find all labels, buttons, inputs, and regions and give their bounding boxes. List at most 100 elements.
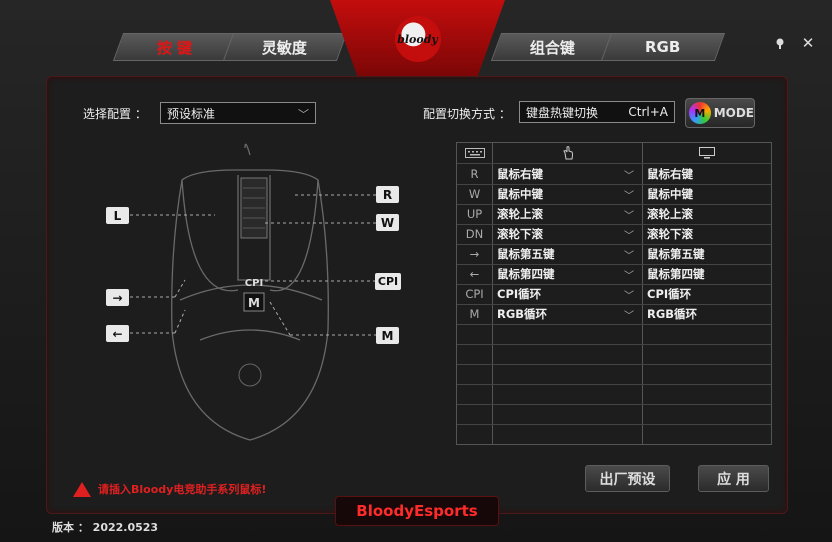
monitor-icon <box>647 143 767 163</box>
row-key: R <box>470 167 479 181</box>
mode-m-icon: M <box>689 102 711 124</box>
warning-icon <box>73 481 91 497</box>
chevron-down-icon[interactable]: ﹀ <box>624 271 634 282</box>
svg-text:CPI: CPI <box>245 278 263 289</box>
factory-reset-button[interactable]: 出厂预设 <box>585 465 670 492</box>
switch-mode-value: 键盘热键切换 <box>526 105 599 120</box>
row-key: DN <box>465 227 484 241</box>
row-key: CPI <box>465 287 484 301</box>
tab-sensitivity-label: 灵敏度 <box>262 38 308 57</box>
row-key: M <box>469 307 480 321</box>
mouse-key-forward[interactable]: → <box>106 289 129 306</box>
pin-icon[interactable] <box>770 33 790 53</box>
brand-logo: BloodyEsports <box>335 496 499 526</box>
row-divider <box>457 324 771 325</box>
table-header <box>457 143 771 163</box>
config-select-value: 预设标准 <box>167 106 216 121</box>
keyboard-icon <box>457 143 492 163</box>
chevron-down-icon[interactable]: ﹀ <box>624 171 634 182</box>
version-label: 版本 ： 2022.0523 <box>52 521 159 534</box>
row-assign-select[interactable]: 滚轮上滚 <box>497 207 543 221</box>
switch-mode-label: 配置切换方式 ： <box>423 107 511 121</box>
row-result: RGB循环 <box>647 307 698 321</box>
apply-button[interactable]: 应 用 <box>698 465 769 492</box>
table-row[interactable]: ← 鼠标第四键 ﹀ 鼠标第四键 <box>457 264 771 284</box>
close-glyph: ✕ <box>801 34 815 52</box>
row-divider <box>457 184 771 185</box>
row-divider <box>457 204 771 205</box>
row-divider <box>457 224 771 225</box>
mouse-diagram: CPI M <box>130 143 376 441</box>
key-assignment-table: R 鼠标右键 ﹀ 鼠标右键 W 鼠标中键 ﹀ 鼠标中键 UP 滚轮上滚 ﹀ 滚轮… <box>456 142 772 445</box>
mode-button[interactable]: M MODE <box>685 98 755 128</box>
row-key: → <box>469 247 480 261</box>
chevron-down-icon[interactable]: ﹀ <box>624 291 634 302</box>
row-divider <box>457 304 771 305</box>
tab-combo-keys-label: 组合键 <box>530 38 576 57</box>
close-icon[interactable]: ✕ <box>798 33 818 53</box>
chevron-down-icon[interactable]: ﹀ <box>624 311 634 322</box>
chevron-down-icon[interactable]: ﹀ <box>624 211 634 222</box>
table-row[interactable]: R 鼠标右键 ﹀ 鼠标右键 <box>457 164 771 184</box>
logo-text: bloody <box>397 32 438 46</box>
table-row[interactable]: UP 滚轮上滚 ﹀ 滚轮上滚 <box>457 204 771 224</box>
tab-rgb-label: RGB <box>645 38 681 56</box>
tab-combo-keys[interactable]: 组合键 <box>490 33 616 61</box>
row-result: 鼠标中键 <box>647 187 693 201</box>
row-divider <box>457 163 771 164</box>
row-key: UP <box>466 207 483 221</box>
chevron-down-icon[interactable]: ﹀ <box>624 191 634 202</box>
mouse-key-CPI[interactable]: CPI <box>375 273 401 290</box>
tab-buttons[interactable]: 按 键 <box>112 33 238 61</box>
row-divider <box>457 384 771 385</box>
table-row[interactable]: M RGB循环 ﹀ RGB循环 <box>457 304 771 324</box>
row-divider <box>457 284 771 285</box>
row-divider <box>457 264 771 265</box>
row-assign-select[interactable]: 滚轮下滚 <box>497 227 543 241</box>
switch-mode-field[interactable]: 键盘热键切换 Ctrl+A <box>519 101 675 123</box>
hand-pointer-icon <box>497 143 639 163</box>
mouse-key-W[interactable]: W <box>376 214 399 231</box>
table-row[interactable]: CPI CPI循环 ﹀ CPI循环 <box>457 284 771 304</box>
tab-sensitivity[interactable]: 灵敏度 <box>222 33 348 61</box>
mouse-key-R[interactable]: R <box>376 186 399 203</box>
row-divider <box>457 244 771 245</box>
chevron-down-icon[interactable]: ﹀ <box>624 231 634 242</box>
mouse-key-M[interactable]: M <box>376 327 399 344</box>
row-result: 鼠标第五键 <box>647 247 705 261</box>
chevron-down-icon[interactable]: ﹀ <box>624 251 634 262</box>
warning-message: 请插入Bloody电竞助手系列鼠标! <box>73 481 266 497</box>
bloody-logo: bloody <box>330 0 505 78</box>
warning-text: 请插入Bloody电竞助手系列鼠标! <box>98 483 267 496</box>
col-divider <box>492 143 493 444</box>
col-divider <box>642 143 643 444</box>
row-divider <box>457 364 771 365</box>
row-assign-select[interactable]: 鼠标第五键 <box>497 247 555 261</box>
row-key: W <box>468 187 481 201</box>
tab-rgb[interactable]: RGB <box>600 33 726 61</box>
row-assign-select[interactable]: 鼠标右键 <box>497 167 543 181</box>
row-divider <box>457 404 771 405</box>
row-assign-select[interactable]: CPI循环 <box>497 287 542 301</box>
tab-buttons-label: 按 键 <box>157 38 193 57</box>
row-assign-select[interactable]: 鼠标中键 <box>497 187 543 201</box>
table-row[interactable]: → 鼠标第五键 ﹀ 鼠标第五键 <box>457 244 771 264</box>
main-panel <box>46 76 788 514</box>
config-select[interactable]: 预设标准 ﹀ <box>160 102 316 124</box>
mouse-key-L[interactable]: L <box>106 207 129 224</box>
table-row[interactable]: W 鼠标中键 ﹀ 鼠标中键 <box>457 184 771 204</box>
row-assign-select[interactable]: 鼠标第四键 <box>497 267 555 281</box>
row-key: ← <box>469 267 480 281</box>
mouse-key-back[interactable]: ← <box>106 325 129 342</box>
chevron-down-icon: ﹀ <box>298 108 309 121</box>
row-result: CPI循环 <box>647 287 692 301</box>
config-select-label: 选择配置 ： <box>83 107 147 121</box>
row-result: 鼠标第四键 <box>647 267 705 281</box>
row-result: 鼠标右键 <box>647 167 693 181</box>
row-assign-select[interactable]: RGB循环 <box>497 307 548 321</box>
table-row[interactable]: DN 滚轮下滚 ﹀ 滚轮下滚 <box>457 224 771 244</box>
row-divider <box>457 344 771 345</box>
svg-text:M: M <box>248 296 260 310</box>
row-divider <box>457 424 771 425</box>
